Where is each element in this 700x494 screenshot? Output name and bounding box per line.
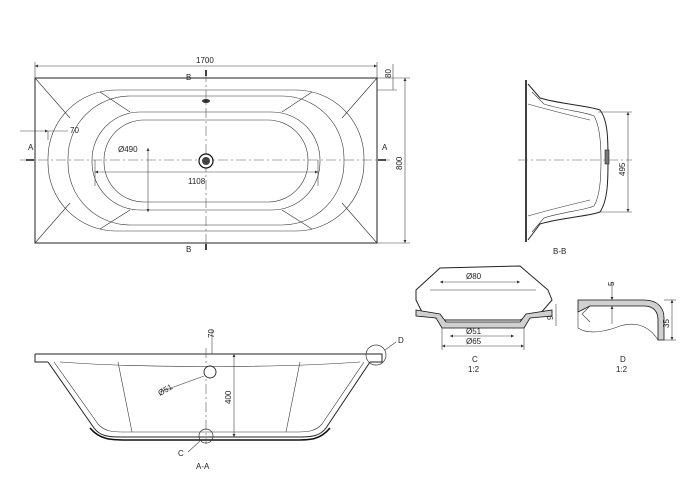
detail-c-dim-outer-text: Ø65 <box>466 337 482 346</box>
detail-c-scale: 1:2 <box>468 365 480 374</box>
detail-d-view: 5 35 D 1:2 <box>577 281 676 374</box>
aa-callout-d-circle <box>365 344 387 366</box>
aa-dim-overflow-dia-text: Ø51 <box>157 382 175 398</box>
detail-d-label: D <box>620 355 626 364</box>
bb-drain-icon <box>604 149 610 165</box>
dim-rim-text: 80 <box>384 69 393 78</box>
bb-inner-facets <box>527 103 591 217</box>
section-marker-b-top: B <box>186 73 191 82</box>
detail-c-dim-height-text: 9 <box>546 315 555 320</box>
aa-outer-profile <box>47 361 371 438</box>
dim-width-text: 800 <box>395 156 404 170</box>
aa-leader-overflow-dia <box>159 375 205 393</box>
aa-base-edge <box>89 427 331 441</box>
plan-facet-lines <box>99 91 313 230</box>
aa-callout-c-label: C <box>178 449 184 458</box>
section-marker-a-right: A <box>382 143 388 152</box>
detail-c-outline <box>415 265 553 321</box>
detail-c-view: Ø80 Ø51 Ø65 9 C 1:2 <box>415 265 557 374</box>
aa-callout-d-label: D <box>398 336 404 345</box>
plan-overflow-icon <box>202 99 210 103</box>
detail-d-section <box>577 299 665 341</box>
detail-c-label: C <box>472 355 478 364</box>
detail-c-dim-top-text: Ø80 <box>466 272 482 281</box>
aa-dim-depth-text: 400 <box>224 390 233 404</box>
section-marker-a-left: A <box>28 143 34 152</box>
aa-rim-top <box>35 353 383 363</box>
bb-inner-profile <box>531 91 602 233</box>
aa-inner-profile <box>53 361 365 433</box>
detail-d-lip-edge <box>581 305 591 323</box>
bb-dim-depth-text: 495 <box>618 162 627 176</box>
aa-callout-c-leader <box>187 440 201 453</box>
aa-callout-c-circle <box>198 428 214 444</box>
section-cut-marks <box>26 70 386 250</box>
aa-rim-left <box>34 354 48 363</box>
detail-c-section <box>415 309 553 329</box>
dim-bowl-text: 1108 <box>188 177 206 186</box>
detail-d-scale: 1:2 <box>616 365 628 374</box>
dim-length-text: 1700 <box>196 56 214 65</box>
bb-title: B-B <box>553 247 566 256</box>
section-aa-view: 70 Ø51 400 C D A-A <box>34 329 404 471</box>
dim-drain-text: Ø490 <box>118 145 138 154</box>
section-marker-b-bottom: B <box>186 245 191 254</box>
section-bb-view: 495 B-B <box>518 80 632 256</box>
aa-dim-overflow-text: 70 <box>207 329 216 338</box>
aa-title: A-A <box>196 462 210 471</box>
dim-offset-text: 70 <box>70 126 79 135</box>
plan-drain-center-icon <box>202 157 210 165</box>
detail-d-dim-height-text: 35 <box>662 319 671 328</box>
detail-d-dim-lip-text: 5 <box>607 281 616 286</box>
detail-c-dim-inner-text: Ø51 <box>466 327 482 336</box>
aa-callout-d-leader <box>384 341 397 351</box>
detail-d-underside <box>577 312 659 341</box>
plan-view: 1700 800 80 70 1108 Ø490 A A B B <box>20 56 410 254</box>
aa-overflow-icon <box>203 365 217 379</box>
plan-corner-facets <box>34 77 378 244</box>
